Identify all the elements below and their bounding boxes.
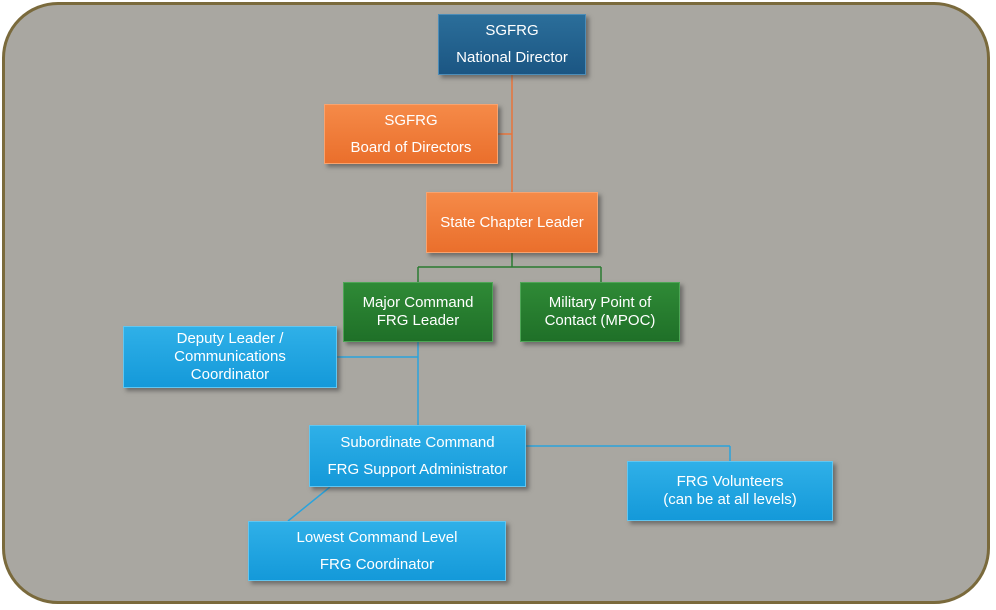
major-command-line1: Major Command [362,294,474,311]
subordinate-command-box: Subordinate Command FRG Support Administ… [309,425,526,487]
national-director-org: SGFRG [485,22,539,39]
frg-volunteers-line2: (can be at all levels) [663,491,797,508]
board-title: Board of Directors [350,138,472,156]
diagram-frame [2,2,990,604]
national-director-box: SGFRG National Director [438,14,586,75]
frg-volunteers-line1: FRG Volunteers [676,473,784,490]
mpoc-line1: Military Point of [548,294,652,311]
frg-volunteers-box: FRG Volunteers (can be at all levels) [627,461,833,521]
subordinate-command-line2: FRG Support Administrator [327,460,508,478]
deputy-leader-box: Deputy Leader / Communications Coordinat… [123,326,337,388]
state-chapter-leader-box: State Chapter Leader [426,192,598,253]
deputy-leader-line3: Coordinator [190,366,270,383]
major-command-box: Major Command FRG Leader [343,282,493,342]
major-command-line2: FRG Leader [376,312,460,329]
mpoc-line2: Contact (MPOC) [544,312,656,329]
board-org: SGFRG [384,111,438,129]
subordinate-command-line1: Subordinate Command [340,433,495,451]
mpoc-box: Military Point of Contact (MPOC) [520,282,680,342]
deputy-leader-line1: Deputy Leader / [176,330,284,347]
lowest-command-line1: Lowest Command Level [296,528,458,546]
state-chapter-leader-title: State Chapter Leader [440,213,584,231]
lowest-command-box: Lowest Command Level FRG Coordinator [248,521,506,581]
board-of-directors-box: SGFRG Board of Directors [324,104,498,164]
deputy-leader-line2: Communications [174,348,286,365]
national-director-title: National Director [456,49,568,66]
lowest-command-line2: FRG Coordinator [319,555,435,573]
